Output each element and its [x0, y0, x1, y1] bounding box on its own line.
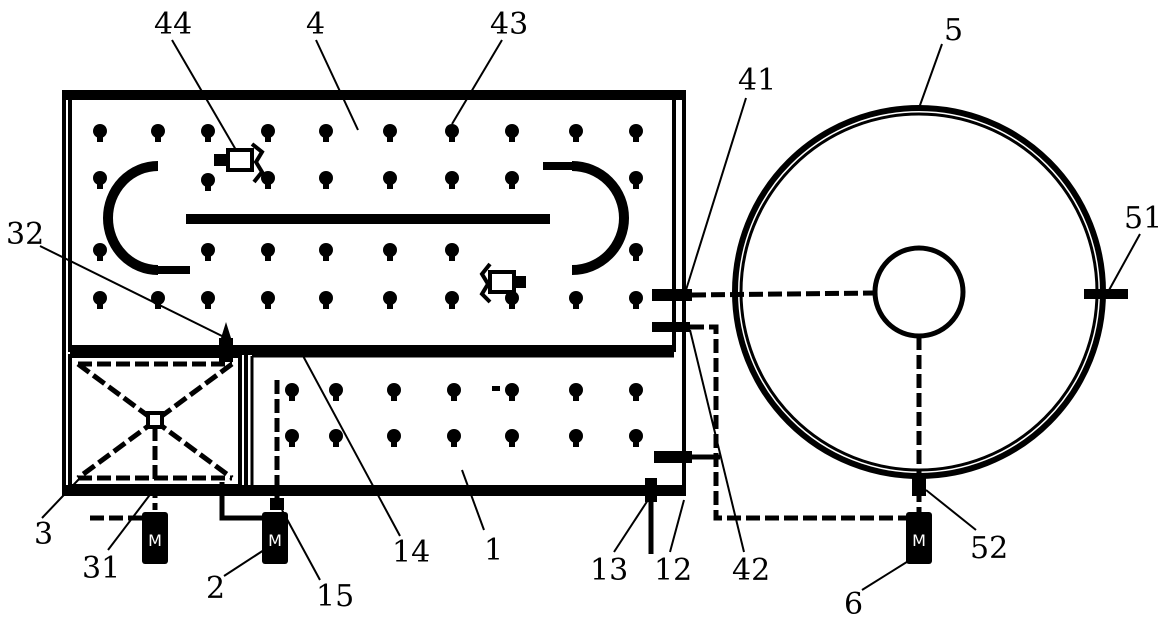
label-32: 32 — [6, 217, 44, 252]
valve-41 — [652, 289, 692, 301]
valve-51 — [1084, 289, 1128, 299]
label-6: 6 — [844, 587, 863, 622]
label-1: 1 — [484, 533, 503, 568]
sedimentation-box — [68, 354, 242, 510]
lower-diffuser-grid — [285, 383, 643, 447]
right-circulation-baffle — [571, 161, 629, 275]
label-52: 52 — [970, 531, 1008, 566]
label-12: 12 — [654, 553, 692, 588]
valve-52 — [912, 474, 926, 496]
label-15: 15 — [316, 579, 354, 614]
label-4: 4 — [306, 7, 325, 42]
valve-42 — [652, 322, 690, 332]
stirrer-bottom — [479, 262, 526, 304]
svg-text:M: M — [912, 531, 926, 550]
motor-2: M — [262, 512, 288, 564]
leader-lines — [39, 39, 1141, 591]
label-2: 2 — [206, 571, 225, 606]
label-5: 5 — [944, 13, 963, 48]
valve-32 — [219, 322, 233, 362]
label-43: 43 — [490, 7, 528, 42]
label-31: 31 — [82, 551, 120, 586]
svg-text:M: M — [268, 531, 282, 550]
label-14: 14 — [392, 535, 430, 570]
label-13: 13 — [590, 553, 628, 588]
label-42: 42 — [732, 553, 770, 588]
left-circulation-baffle — [103, 161, 159, 275]
motor-6: M — [906, 512, 932, 564]
label-3: 3 — [34, 517, 53, 552]
valve-12 — [654, 451, 692, 463]
center-column — [872, 245, 966, 339]
stirrer-top — [214, 142, 265, 184]
motor-31: M — [142, 512, 168, 564]
svg-text:M: M — [148, 531, 162, 550]
label-51: 51 — [1124, 201, 1158, 236]
round-tank — [732, 105, 1128, 512]
label-41: 41 — [738, 63, 776, 98]
label-44: 44 — [154, 7, 192, 42]
outlet-13 — [645, 478, 657, 554]
reference-labels: 44 4 43 41 5 51 32 3 31 2 15 14 1 13 12 … — [6, 7, 1158, 622]
